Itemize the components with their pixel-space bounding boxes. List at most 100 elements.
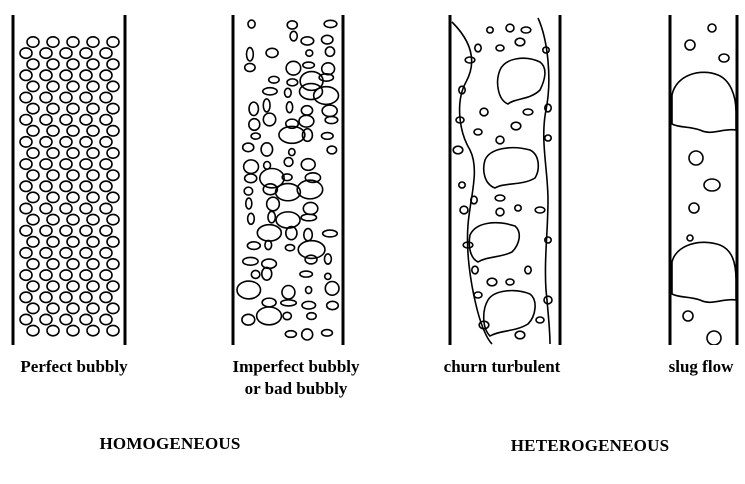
- bubble: [322, 63, 335, 75]
- bubble: [87, 303, 99, 313]
- bubble: [302, 129, 312, 142]
- bubble: [47, 259, 59, 269]
- bubble: [480, 108, 488, 116]
- bubble: [67, 325, 79, 335]
- bubble: [453, 146, 463, 154]
- bubble: [80, 48, 92, 58]
- bubble: [87, 126, 99, 136]
- bubble: [40, 314, 52, 324]
- bubble: [40, 70, 52, 80]
- bubble: [245, 174, 257, 183]
- bubble: [100, 48, 112, 58]
- bubble: [80, 248, 92, 258]
- bubble: [80, 292, 92, 302]
- bubble: [287, 79, 298, 86]
- bubble: [60, 270, 72, 280]
- bubble: [285, 88, 292, 97]
- bubble: [459, 182, 465, 188]
- bubble: [302, 301, 316, 309]
- bubble: [100, 270, 112, 280]
- bubble: [266, 48, 278, 57]
- bubble: [325, 116, 338, 123]
- bubble: [40, 292, 52, 302]
- bubble: [472, 266, 478, 274]
- bubble: [107, 303, 119, 313]
- bubble: [708, 24, 716, 32]
- bubble: [525, 266, 531, 274]
- bubble: [284, 158, 293, 167]
- bubble: [27, 192, 39, 202]
- bubble: [27, 59, 39, 69]
- bubble: [80, 137, 92, 147]
- bubble: [685, 40, 695, 50]
- churn-gas-pocket: [484, 291, 535, 336]
- bubble: [269, 76, 279, 83]
- bubble: [506, 24, 514, 32]
- regime-label-imperfect-bubbly: Imperfect bubbly or bad bubbly: [228, 356, 364, 400]
- churn-gas-pocket: [498, 58, 545, 104]
- churn-gas-pocket: [484, 148, 539, 188]
- bubble: [67, 103, 79, 113]
- bubble: [244, 187, 252, 195]
- bubble: [40, 48, 52, 58]
- bubble: [687, 235, 693, 241]
- bubble: [521, 27, 531, 33]
- bubble: [27, 259, 39, 269]
- taylor-bubble: [672, 72, 736, 132]
- bubble: [325, 47, 334, 57]
- bubble: [262, 259, 277, 268]
- group-label-homogeneous: HOMOGENEOUS: [60, 434, 280, 454]
- bubble: [243, 143, 254, 152]
- bubble: [324, 254, 331, 264]
- bubble: [107, 59, 119, 69]
- bubble: [100, 226, 112, 236]
- bubble: [719, 54, 729, 62]
- bubble: [100, 203, 112, 213]
- bubble: [80, 181, 92, 191]
- bubble: [60, 70, 72, 80]
- churn-turbulent-pattern: [452, 18, 550, 344]
- bubble: [67, 37, 79, 47]
- bubble: [47, 37, 59, 47]
- bubble: [80, 159, 92, 169]
- bubble: [40, 248, 52, 258]
- bubble: [689, 151, 703, 165]
- bubble: [87, 59, 99, 69]
- bubble: [268, 211, 275, 222]
- bubble: [20, 115, 32, 125]
- bubble: [301, 106, 312, 115]
- bubble: [306, 287, 312, 294]
- bubble: [305, 255, 317, 264]
- bubble: [261, 143, 273, 156]
- bubble: [689, 203, 699, 213]
- bubble: [300, 271, 313, 277]
- bubble: [80, 115, 92, 125]
- bubble: [257, 307, 282, 325]
- bubble: [87, 281, 99, 291]
- bubble: [248, 20, 255, 28]
- bubble: [40, 159, 52, 169]
- bubble: [67, 237, 79, 247]
- bubble: [249, 102, 258, 115]
- bubble: [67, 303, 79, 313]
- bubble: [67, 281, 79, 291]
- bubble: [245, 63, 255, 71]
- bubble: [248, 213, 255, 224]
- bubble: [107, 126, 119, 136]
- bubble: [60, 314, 72, 324]
- bubble: [107, 81, 119, 91]
- bubble: [704, 179, 720, 191]
- bubble: [27, 237, 39, 247]
- bubble: [87, 148, 99, 158]
- bubble: [286, 61, 301, 75]
- bubble: [47, 148, 59, 158]
- bubble: [60, 137, 72, 147]
- bubble: [87, 170, 99, 180]
- bubble: [321, 133, 333, 140]
- bubble: [321, 35, 332, 44]
- bubble: [80, 314, 92, 324]
- bubble: [263, 113, 275, 126]
- regime-label-slug-flow: slug flow: [660, 356, 742, 378]
- bubble: [27, 81, 39, 91]
